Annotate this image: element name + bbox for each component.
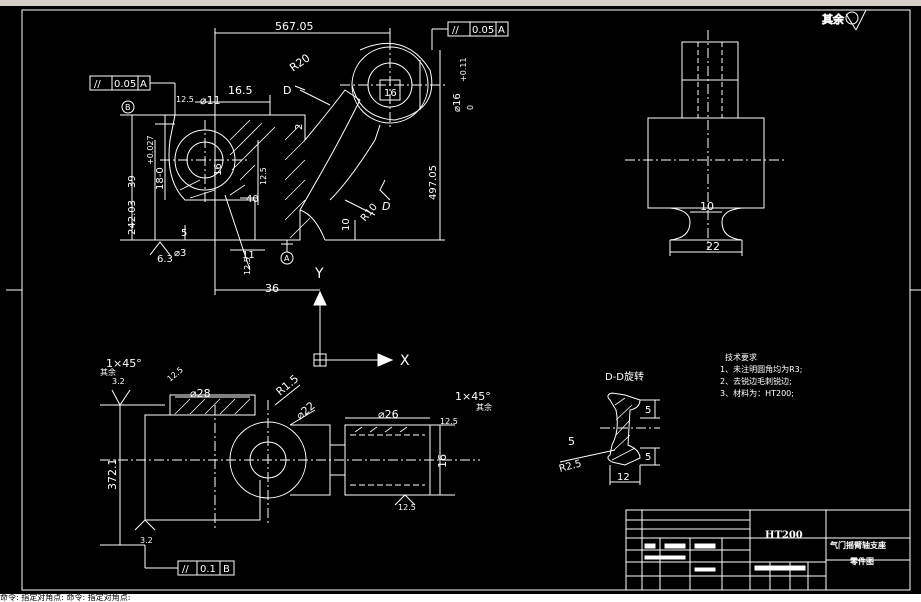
svg-text:0.05: 0.05 (472, 25, 494, 36)
side-dim-10: 10 (700, 200, 714, 213)
svg-text:+0.027: +0.027 (146, 135, 155, 165)
svg-text://: // (182, 564, 189, 575)
svg-text:B: B (223, 564, 230, 575)
svg-text:⌀28: ⌀28 (190, 387, 211, 400)
cad-drawing-canvas[interactable]: 其余 (0, 6, 921, 594)
ucs-x-label: X (400, 353, 410, 369)
front-view (89, 21, 509, 295)
svg-text:18-0: 18-0 (155, 167, 166, 190)
window-top-strip (0, 0, 921, 6)
svg-text:5: 5 (645, 452, 651, 463)
top-view-labels: 1×45° 3.2 其余 12.5 ⌀28 R1.5 ⌀22 ⌀26 1×45°… (100, 357, 492, 575)
svg-text:R20: R20 (287, 51, 312, 74)
svg-text:R2.5: R2.5 (558, 458, 583, 475)
title-block (625, 509, 911, 591)
svg-text:A: A (140, 79, 147, 90)
svg-text:⌀16: ⌀16 (452, 93, 463, 112)
tech-heading: 技术要求 (725, 352, 757, 362)
svg-text:497.05: 497.05 (428, 165, 439, 200)
tech-item: 2、去锐边毛刺锐边; (720, 376, 792, 386)
svg-text:12.5: 12.5 (398, 503, 416, 512)
svg-text:R10: R10 (359, 202, 380, 224)
svg-text:D: D (382, 200, 390, 213)
svg-text:16: 16 (436, 454, 449, 468)
roughness-symbol (845, 9, 867, 31)
svg-text:D-D旋转: D-D旋转 (605, 370, 644, 383)
svg-text:+0.11: +0.11 (459, 57, 468, 82)
svg-text://: // (452, 25, 459, 36)
svg-text:12.5: 12.5 (259, 167, 268, 185)
svg-text://: // (94, 79, 101, 90)
ucs-y-label: Y (314, 266, 324, 282)
roughness-note: 其余 (822, 12, 844, 26)
side-dim-22: 22 (706, 240, 720, 253)
top-view (100, 384, 480, 576)
svg-text:16: 16 (384, 88, 397, 99)
svg-text:A: A (498, 25, 505, 36)
svg-text:气门摇臂轴支座: 气门摇臂轴支座 (829, 540, 886, 550)
svg-text:2: 2 (294, 124, 305, 130)
svg-text:B: B (125, 103, 131, 112)
svg-text:12: 12 (617, 472, 630, 483)
title-block-labels: HT200 气门摇臂轴支座 零件图 (765, 530, 886, 566)
command-line-bar[interactable]: 命令: 指定对角点: 命令: 指定对角点: (0, 594, 921, 602)
svg-text:⌀22: ⌀22 (294, 399, 318, 422)
front-view-labels: 567.05 R20 D 16.5 ⌀11 12.5 39 18-0 +0.02… (94, 20, 505, 295)
svg-text:其余: 其余 (476, 402, 492, 412)
svg-text:1×45°: 1×45° (106, 357, 142, 370)
section-dd-labels: D-D旋转 5 5 5 R2.5 12 (558, 370, 651, 483)
svg-text:16: 16 (213, 163, 224, 176)
ucs-icon (313, 290, 394, 367)
svg-text:0: 0 (466, 105, 475, 110)
svg-text:16.5: 16.5 (228, 84, 253, 97)
svg-text:其余: 其余 (100, 367, 116, 377)
svg-text:12.5: 12.5 (176, 95, 194, 104)
svg-text:6.3: 6.3 (157, 254, 173, 265)
svg-text:⌀26: ⌀26 (378, 408, 399, 421)
tech-requirements: 技术要求 1、未注明圆角均为R3; 2、去锐边毛刺锐边; 3、材料为：HT200… (720, 352, 802, 398)
tech-item: 1、未注明圆角均为R3; (720, 364, 802, 374)
svg-text:⌀3: ⌀3 (174, 248, 186, 259)
svg-text:R1.5: R1.5 (274, 372, 302, 398)
svg-text:3.2: 3.2 (112, 377, 125, 386)
tech-item: 3、材料为：HT200; (720, 388, 794, 398)
side-view (625, 30, 785, 256)
svg-text:10: 10 (341, 218, 352, 231)
svg-text:⌀11: ⌀11 (200, 94, 221, 107)
drawing-frame (6, 9, 921, 591)
svg-text:1×45°: 1×45° (455, 390, 491, 403)
svg-text:12.5: 12.5 (440, 417, 458, 426)
svg-text:5: 5 (645, 405, 651, 416)
svg-text:39: 39 (127, 175, 138, 188)
svg-text:567.05: 567.05 (275, 20, 314, 33)
svg-text:HT200: HT200 (765, 530, 803, 541)
svg-text:3.2: 3.2 (140, 536, 153, 545)
svg-text:12.5: 12.5 (166, 365, 185, 383)
svg-text:零件图: 零件图 (849, 556, 874, 566)
svg-text:40: 40 (246, 194, 259, 205)
svg-text:36: 36 (265, 282, 279, 295)
svg-text:12.5: 12.5 (243, 257, 252, 275)
svg-text:0.1: 0.1 (200, 564, 216, 575)
svg-text:372.1: 372.1 (106, 459, 119, 491)
svg-text:D: D (283, 84, 291, 97)
svg-text:5: 5 (181, 228, 187, 239)
svg-text:A: A (284, 254, 290, 263)
svg-text:5: 5 (568, 435, 575, 448)
command-line-text: 命令: 指定对角点: 命令: 指定对角点: (0, 594, 131, 602)
svg-text:11: 11 (242, 250, 255, 261)
svg-text:0.05: 0.05 (114, 79, 136, 90)
section-dd (559, 392, 660, 485)
svg-text:242.03: 242.03 (127, 200, 138, 235)
